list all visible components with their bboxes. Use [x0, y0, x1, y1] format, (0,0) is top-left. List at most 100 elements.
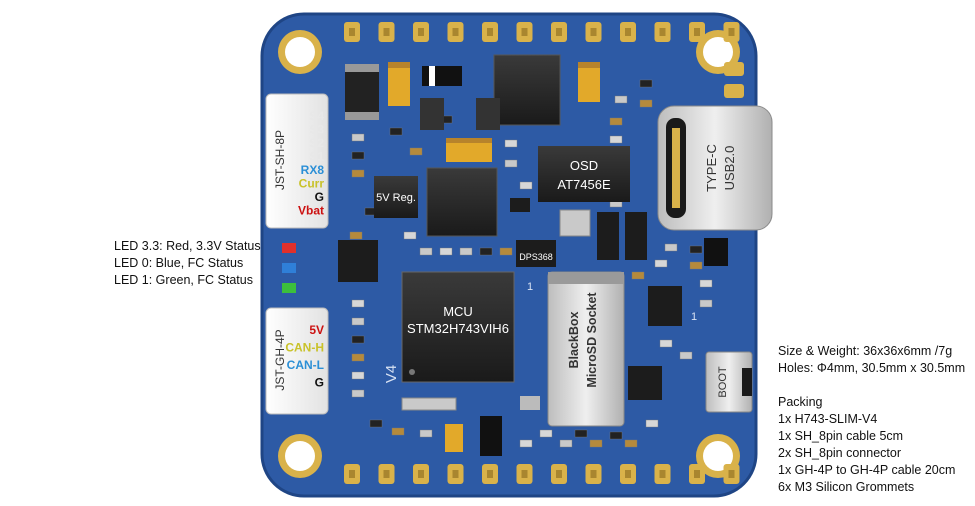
led-note-red: LED 3.3: Red, 3.3V Status [114, 239, 261, 253]
led-notes: LED 3.3: Red, 3.3V Status LED 0: Blue, F… [114, 238, 261, 289]
blackbox-label: BlackBox [567, 311, 581, 368]
solder-pad [724, 84, 744, 98]
smd-component [645, 419, 659, 428]
boot-label: BOOT [717, 366, 729, 397]
smd-component [609, 431, 623, 440]
smd-component [654, 259, 668, 268]
smd-component [609, 135, 623, 144]
usb-version-label: USB2.0 [722, 146, 737, 191]
pin-label: S3 [309, 123, 324, 137]
pin1-marker: 1 [527, 281, 533, 293]
smd-component [609, 117, 623, 126]
smd-component [351, 353, 365, 362]
mcu-model: STM32H743VIH6 [407, 321, 509, 336]
barometer-chip [516, 245, 556, 267]
smd-component [403, 231, 417, 240]
packing-item: 2x SH_8pin connector [778, 446, 901, 460]
mcu-chip [401, 271, 515, 383]
packing-title: Packing [778, 395, 823, 409]
osd-chip [538, 146, 630, 202]
osd-label: OSD [570, 158, 598, 173]
pin-label: CAN-L [287, 358, 324, 372]
smd-component [589, 439, 603, 448]
board-version-label: V4 [383, 365, 400, 383]
size-weight-text: Size & Weight: 36x36x6mm /7g [778, 344, 953, 358]
smd-component [459, 247, 473, 256]
led-blue [282, 263, 296, 273]
smd-component [504, 159, 518, 168]
holes-text: Holes: Φ4mm, 30.5mm x 30.5mm [778, 361, 966, 375]
smd-component [664, 243, 678, 252]
5v-regulator-chip [374, 176, 418, 218]
smd-component [699, 299, 713, 308]
packing-item: 1x GH-4P to GH-4P cable 20cm [778, 463, 956, 477]
top-components [338, 54, 728, 456]
smd-component [351, 133, 365, 142]
top-solder-pads [344, 22, 740, 42]
usb-type-label: TYPE-C [704, 144, 719, 192]
smd-component [351, 335, 365, 344]
smd-component [699, 279, 713, 288]
smd-component [614, 95, 628, 104]
pin-label: G [315, 376, 324, 390]
mcu-label: MCU [443, 304, 473, 319]
smd-component [391, 427, 405, 436]
smd-component [349, 231, 363, 240]
jst-gh-4p-label: JST-GH-4P [273, 329, 287, 390]
smd-component [499, 247, 513, 256]
smd-component [479, 247, 493, 256]
smd-component [504, 139, 518, 148]
smd-component [351, 317, 365, 326]
usb-c-connector [657, 105, 773, 231]
bottom-solder-pads [344, 464, 740, 484]
packing-item: 1x H743-SLIM-V4 [778, 412, 878, 426]
5v-regulator-label: 5V Reg. [376, 192, 416, 204]
pin-label: Vbat [298, 204, 324, 218]
jst-sh-8p-connector [265, 93, 329, 229]
smd-component [624, 439, 638, 448]
smd-component [351, 389, 365, 398]
smd-component [689, 261, 703, 270]
smd-component [539, 429, 553, 438]
pin-label: S4 [309, 109, 324, 123]
pin-label: S2 [309, 136, 324, 150]
jst-gh-4p-connector [265, 307, 329, 415]
smd-component [351, 371, 365, 380]
pin-label: 5V [309, 323, 324, 337]
smd-component [351, 169, 365, 178]
led-note-blue: LED 0: Blue, FC Status [114, 256, 244, 270]
solder-pad [724, 62, 744, 76]
packing-item: 6x M3 Silicon Grommets [778, 480, 915, 494]
smd-component [369, 419, 383, 428]
led-green [282, 283, 296, 293]
pin-label: Curr [299, 177, 325, 191]
led-note-green: LED 1: Green, FC Status [114, 273, 253, 287]
smd-component [419, 429, 433, 438]
smd-component [689, 245, 703, 254]
mounting-holes [278, 30, 740, 478]
pin1-marker: 1 [691, 311, 697, 323]
smd-component [659, 339, 673, 348]
smd-component [351, 299, 365, 308]
smd-component [574, 429, 588, 438]
smd-component [351, 151, 365, 160]
smd-component [519, 439, 533, 448]
microsd-label: MicroSD Socket [585, 292, 599, 388]
smd-component [559, 439, 573, 448]
jst-sh-8p-label: JST-SH-8P [273, 130, 287, 190]
spec-notes: Size & Weight: 36x36x6mm /7g Holes: Φ4mm… [778, 343, 965, 496]
pin-label: G [315, 190, 324, 204]
smd-component [679, 351, 693, 360]
smd-component [639, 99, 653, 108]
smd-component [639, 79, 653, 88]
smd-component [389, 127, 403, 136]
packing-item: 1x SH_8pin cable 5cm [778, 429, 904, 443]
osd-chip-model: AT7456E [557, 177, 611, 192]
led-red [282, 243, 296, 253]
smd-component [439, 247, 453, 256]
pin-label: RX8 [301, 163, 325, 177]
smd-component [519, 181, 533, 190]
